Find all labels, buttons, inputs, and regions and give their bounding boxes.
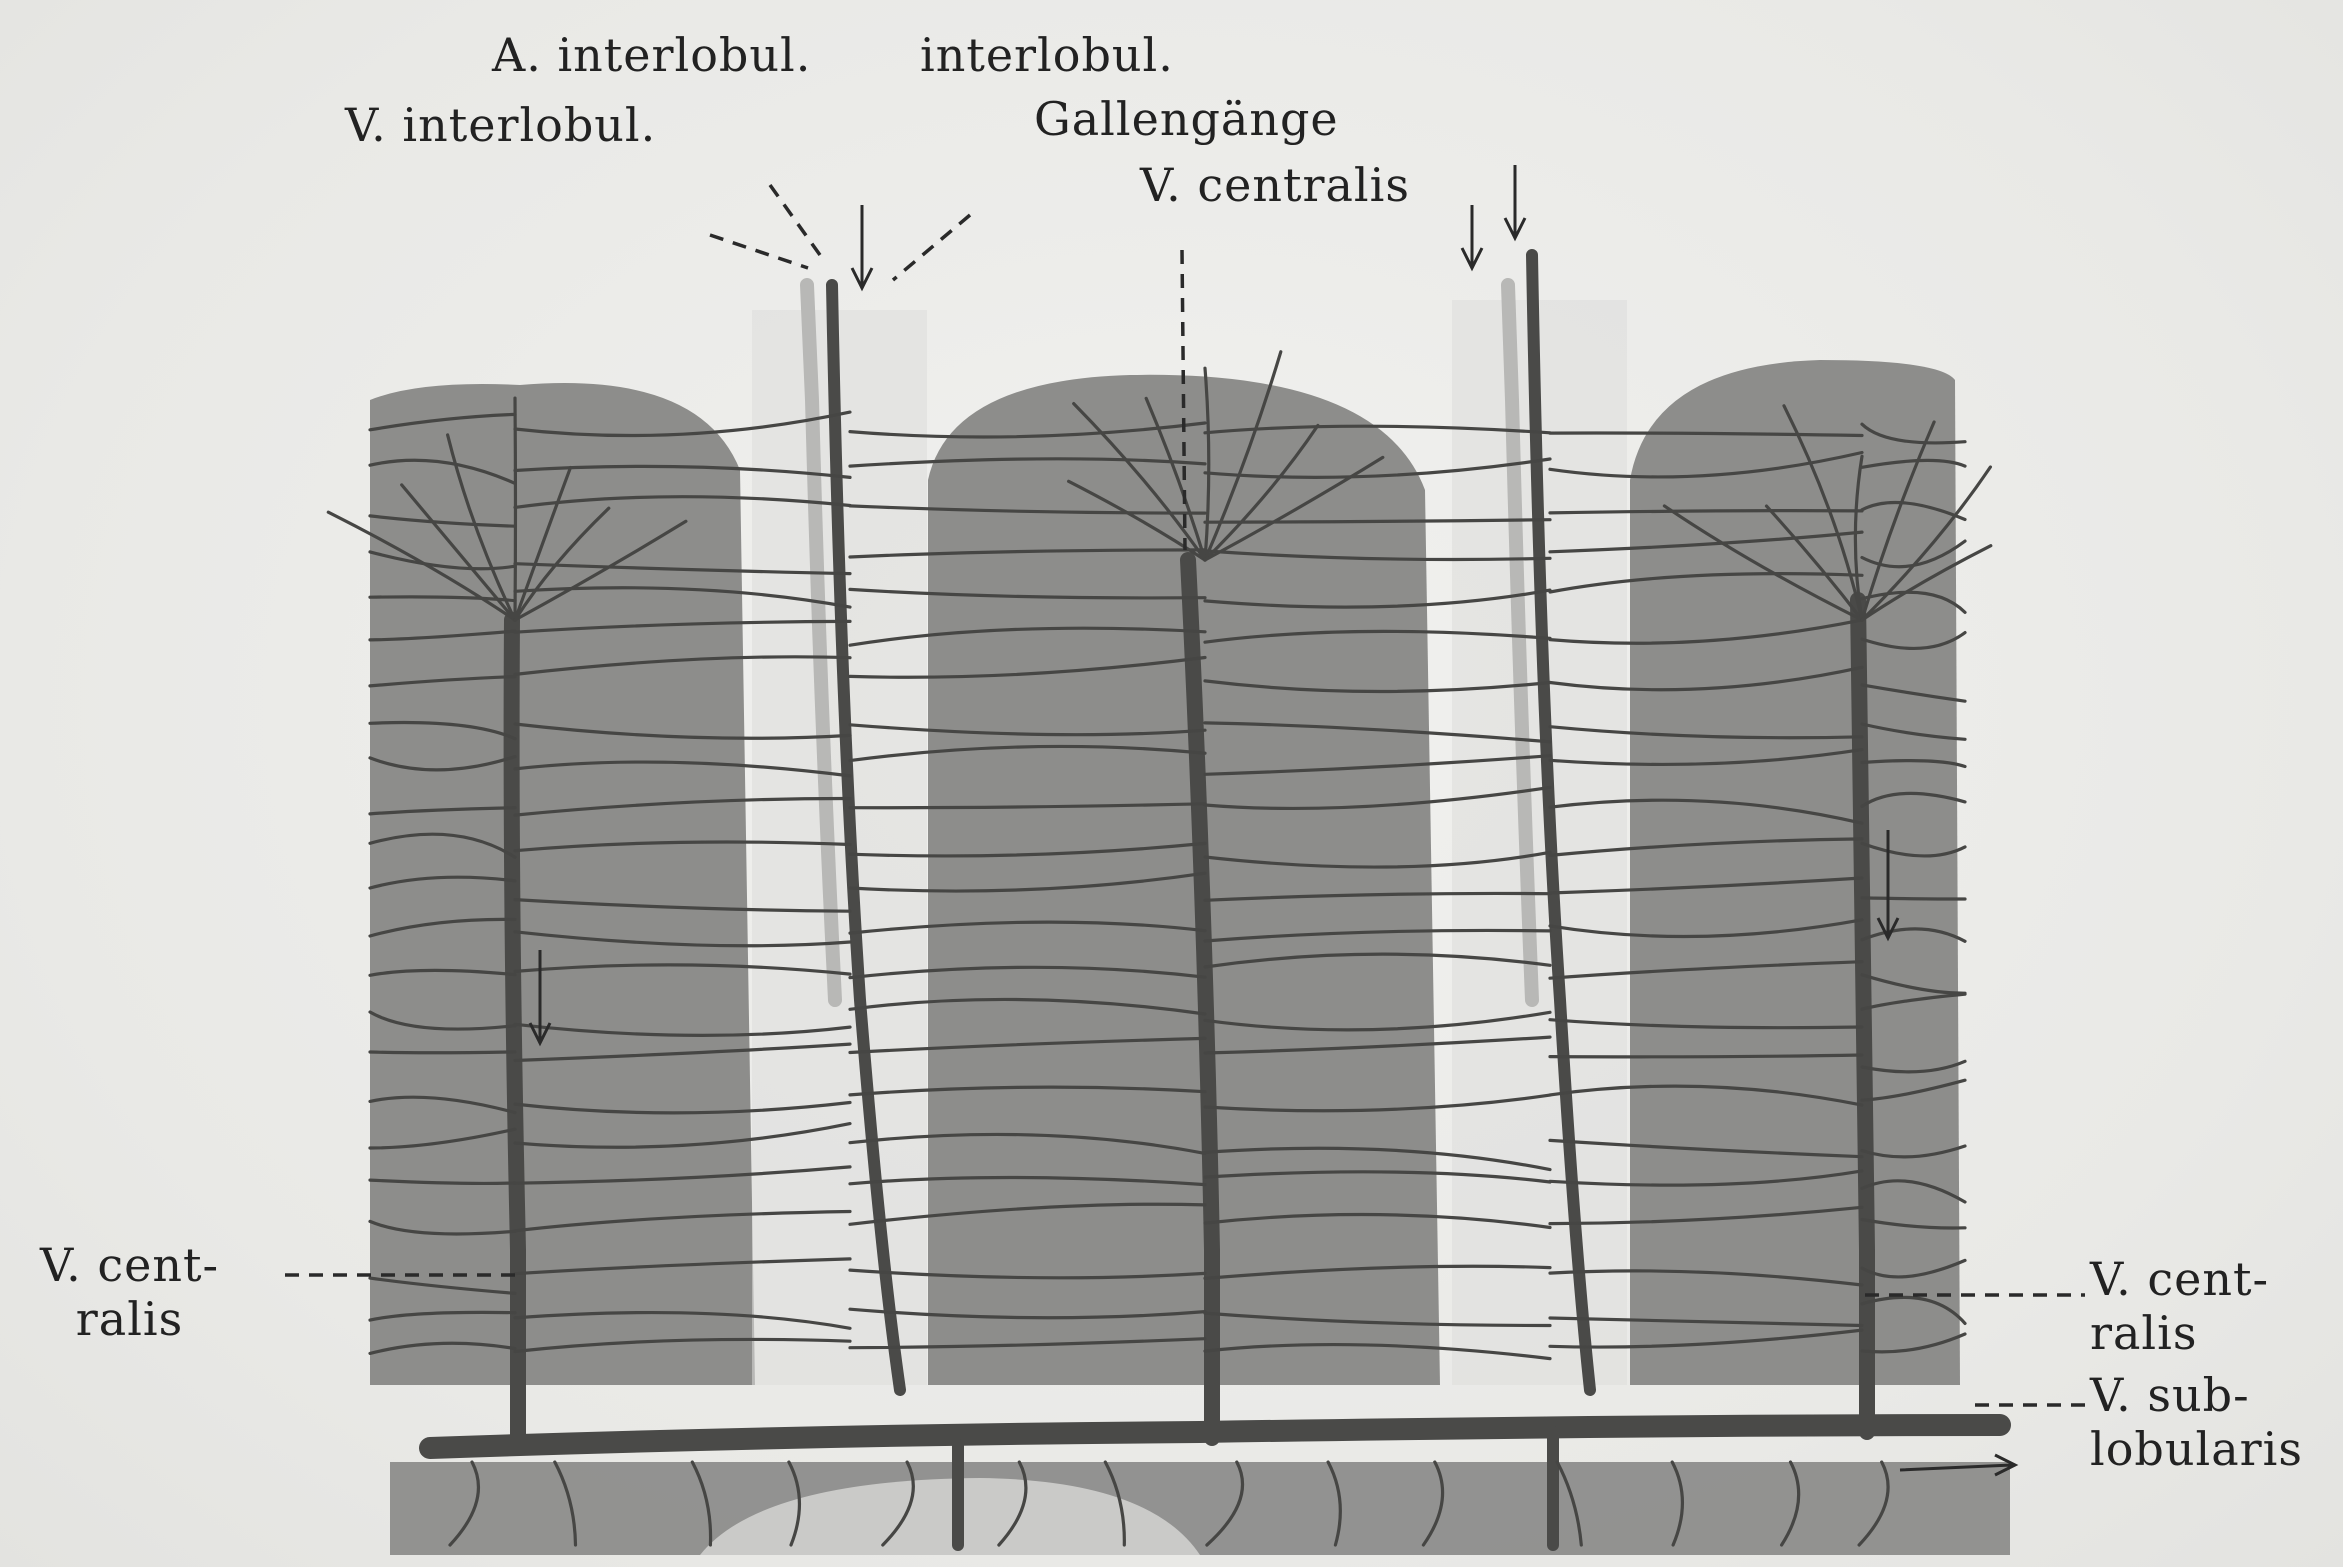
arrow-down-top-2 — [1505, 165, 1525, 238]
v-centralis-right-line2: ralis — [2090, 1306, 2269, 1360]
lobule-right — [1630, 360, 1960, 1385]
sinusoid — [1862, 898, 1965, 899]
v-centralis-left-line1: V. cent- — [40, 1238, 219, 1292]
a-interlobul-text: A. interlobul. — [492, 28, 811, 82]
label-v-centralis-top: V. centralis — [1140, 158, 1410, 212]
lobule-left — [370, 383, 755, 1385]
leader-v-interlobul — [710, 235, 808, 268]
arrow-down-top-3 — [1462, 205, 1482, 268]
leader-a-interlobul — [770, 185, 825, 262]
label-interlobul: interlobul. — [920, 28, 1174, 82]
leader-gallengaenge — [893, 215, 970, 280]
lobule-bottom-strip — [390, 1462, 2010, 1555]
label-v-centralis-left: V. cent- ralis — [40, 1238, 219, 1346]
label-v-interlobul: V. interlobul. — [345, 98, 656, 152]
label-gallengaenge: Gallengänge — [1034, 92, 1339, 146]
v-centralis-left-line2: ralis — [40, 1292, 219, 1346]
label-a-interlobul: A. interlobul. — [492, 28, 811, 82]
v-centralis-top-text: V. centralis — [1140, 158, 1410, 212]
label-v-sublobularis: V. sub- lobularis — [2090, 1368, 2303, 1476]
gallengaenge-text: Gallengänge — [1034, 92, 1339, 146]
sinusoid — [370, 1052, 515, 1053]
v-interlobul-text: V. interlobul. — [345, 98, 656, 152]
central-vein-left — [512, 620, 518, 1448]
sinusoid — [1550, 1055, 1862, 1057]
interlobul-text: interlobul. — [920, 28, 1174, 82]
v-sublobularis-line1: V. sub- — [2090, 1368, 2303, 1422]
v-centralis-right-line1: V. cent- — [2090, 1252, 2269, 1306]
label-v-centralis-right: V. cent- ralis — [2090, 1252, 2269, 1360]
v-sublobularis-line2: lobularis — [2090, 1422, 2303, 1476]
arrow-down-top-1 — [852, 205, 872, 288]
